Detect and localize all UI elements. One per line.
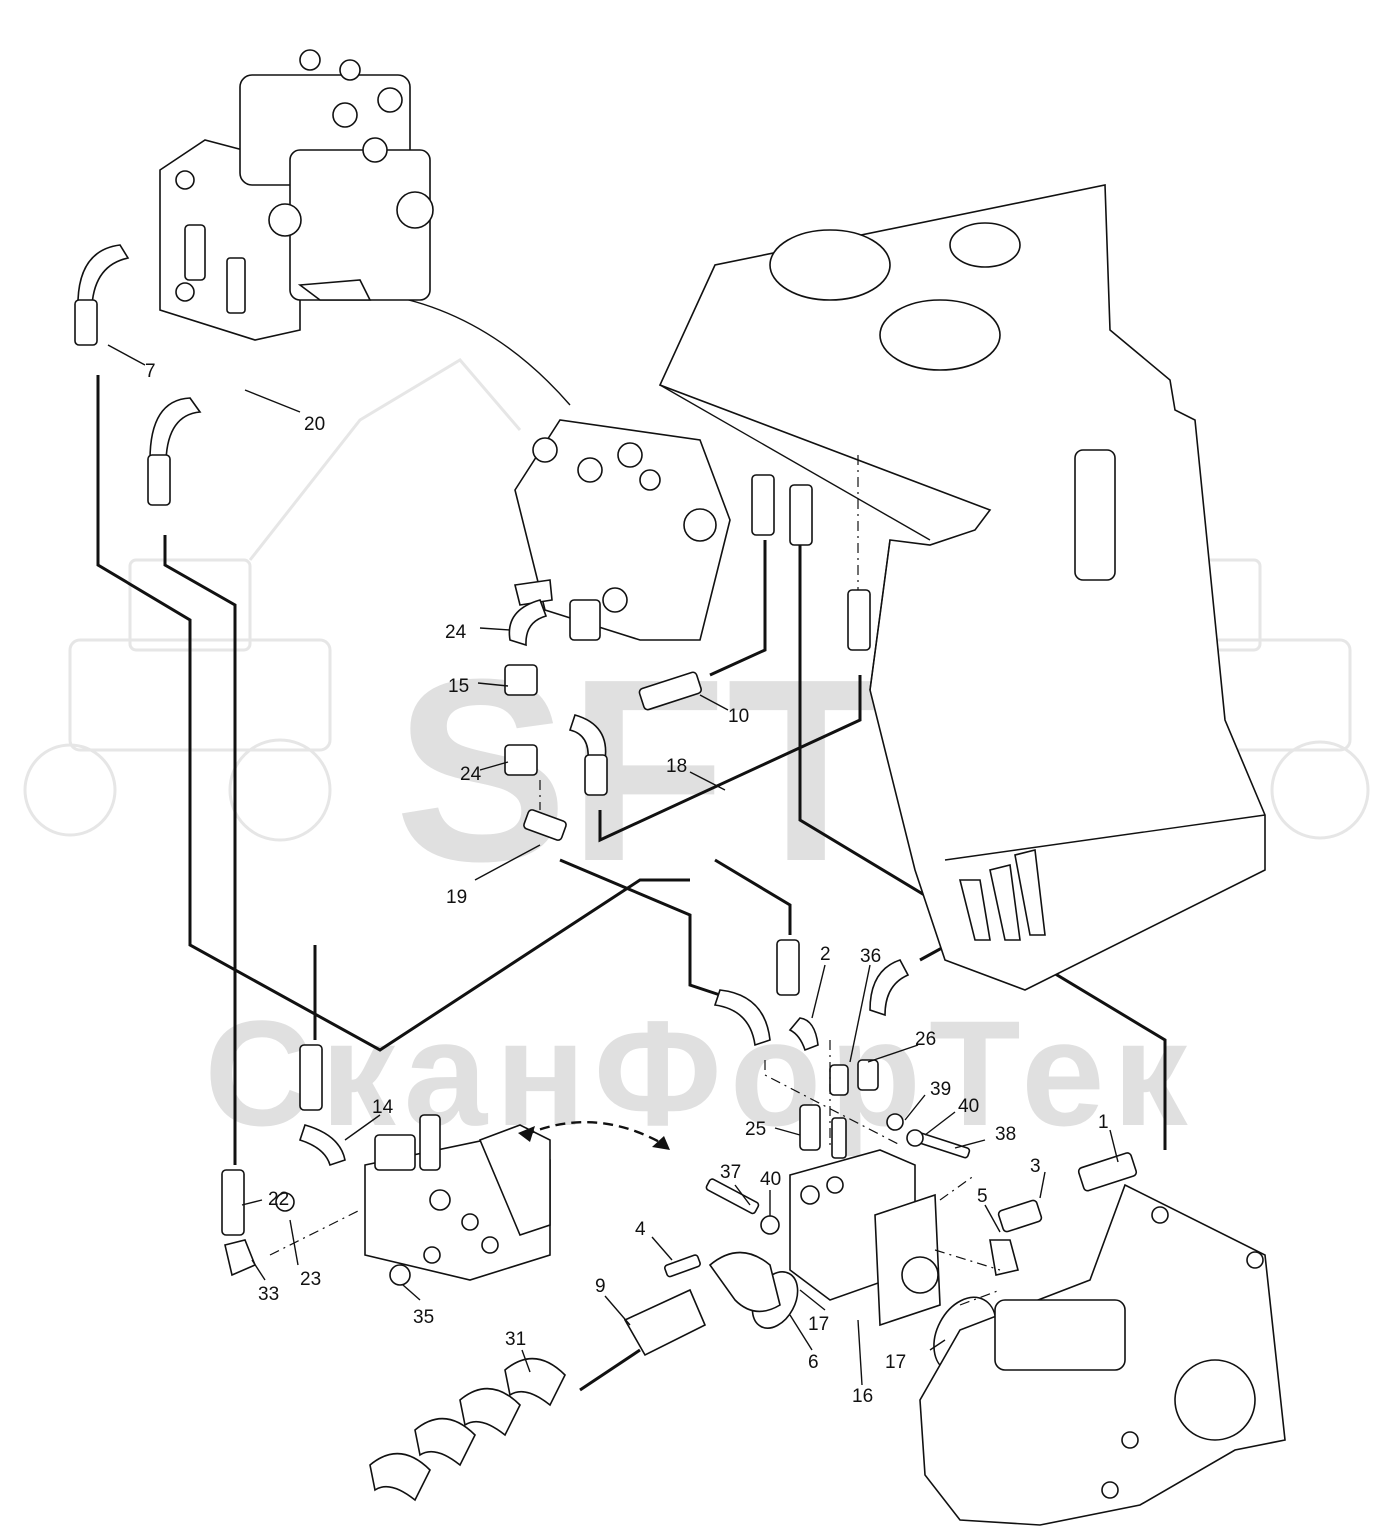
hydraulic-tank — [658, 184, 1266, 991]
callout-25: 25 — [745, 1119, 766, 1140]
callout-40-left: 40 — [760, 1169, 781, 1190]
callout-38: 38 — [995, 1124, 1016, 1145]
watermark-company-name: СканФорТек — [204, 989, 1195, 1157]
watermark-tractor-left — [23, 358, 522, 842]
callout-35: 35 — [413, 1307, 434, 1328]
hydraulic-pump — [919, 1183, 1286, 1526]
callout-26: 26 — [915, 1029, 936, 1050]
manifold-block — [788, 1017, 941, 1327]
callout-19: 19 — [446, 887, 467, 908]
fasteners — [664, 1113, 1043, 1374]
callout-labels: 7 20 24 15 24 10 18 19 2 36 26 14 39 40 … — [145, 361, 1109, 1407]
callout-37: 37 — [720, 1162, 741, 1183]
callout-1: 1 — [1098, 1112, 1109, 1133]
control-valve-upper — [159, 49, 434, 341]
callout-23: 23 — [300, 1269, 321, 1290]
leader-lines — [107, 344, 1119, 1386]
callout-17-center: 17 — [808, 1314, 829, 1335]
callout-22: 22 — [268, 1189, 289, 1210]
callout-31: 31 — [505, 1329, 526, 1350]
callout-14: 14 — [372, 1097, 394, 1118]
callout-7: 7 — [145, 361, 156, 382]
callout-4: 4 — [635, 1219, 646, 1240]
callout-24-upper: 24 — [445, 622, 467, 643]
callout-39: 39 — [930, 1079, 951, 1100]
callout-3: 3 — [1030, 1156, 1041, 1177]
callout-15: 15 — [448, 676, 469, 697]
callout-36: 36 — [860, 946, 881, 967]
callout-10: 10 — [728, 706, 749, 727]
priority-valve-block — [224, 1114, 551, 1286]
callout-6: 6 — [808, 1352, 819, 1373]
callout-17-right: 17 — [885, 1352, 906, 1373]
callout-20: 20 — [304, 414, 325, 435]
callout-5: 5 — [977, 1186, 988, 1207]
suction-hose — [369, 1288, 707, 1502]
control-valve-middle — [514, 419, 731, 641]
callout-33: 33 — [258, 1284, 279, 1305]
hose-fittings — [74, 244, 1138, 1236]
watermark-logo: SFT — [394, 626, 885, 916]
callout-40-right: 40 — [958, 1096, 979, 1117]
callout-24-lower: 24 — [460, 764, 482, 785]
callout-18: 18 — [666, 756, 687, 777]
centerlines — [269, 455, 1001, 1306]
callout-9: 9 — [595, 1276, 606, 1297]
callout-16: 16 — [852, 1386, 873, 1407]
callout-2: 2 — [820, 944, 831, 965]
